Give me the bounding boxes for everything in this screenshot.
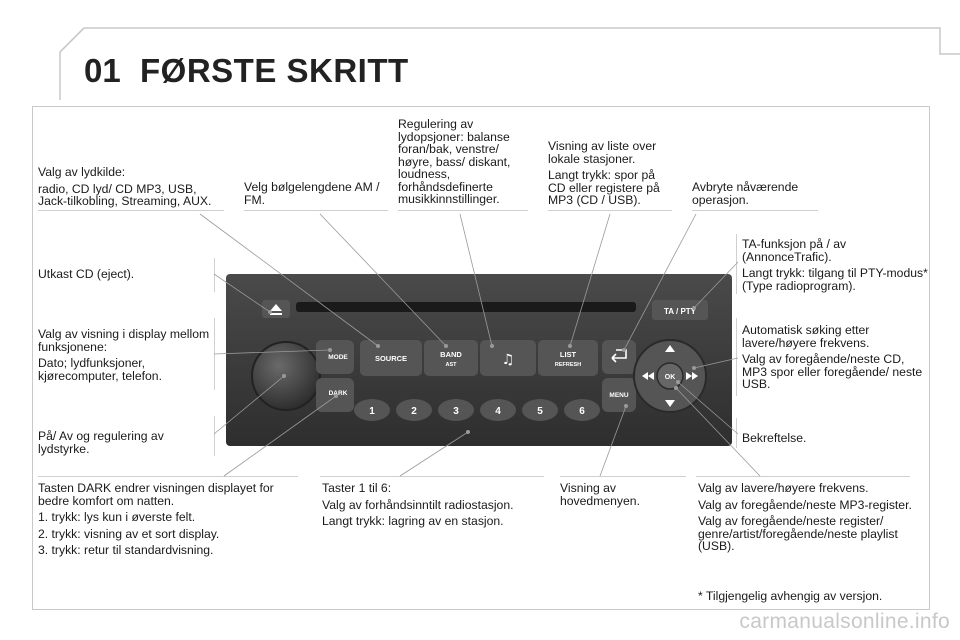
- note-text: Regulering av lydopsjoner: balanse foran…: [398, 117, 511, 206]
- note-text: * Tilgjengelig avhengig av versjon.: [698, 589, 883, 603]
- note-text: Velg bølgelengdene AM / FM.: [244, 180, 380, 207]
- divider: [214, 258, 215, 292]
- divider: [548, 210, 672, 211]
- note-text: TA-funksjon på / av (AnnonceTrafic).: [742, 237, 847, 264]
- note-text: Langt trykk: tilgang til PTY-modus* (Typ…: [742, 266, 928, 293]
- note-text: Taster 1 til 6:: [322, 481, 392, 495]
- divider: [214, 416, 215, 456]
- note-text: Tasten DARK endrer visningen displayet f…: [38, 481, 274, 508]
- note-abort: Avbryte nåværende operasjon.: [692, 181, 816, 210]
- note-text: 2. trykk: visning av et sort display.: [38, 526, 220, 541]
- divider: [736, 418, 737, 448]
- chapter-title: FØRSTE SKRITT: [140, 52, 409, 89]
- note-text: Utkast CD (eject).: [38, 267, 135, 281]
- footnote: * Tilgjengelig avhengig av versjon.: [698, 590, 920, 607]
- note-text: Valg av visning i display mellom funksjo…: [38, 327, 210, 354]
- divider: [214, 318, 215, 390]
- note-text: Langt trykk: lagring av en stasjon.: [322, 514, 504, 528]
- note-text: Visning av hovedmenyen.: [560, 481, 640, 508]
- divider: [736, 318, 737, 396]
- note-text: Automatisk søking etter lavere/høyere fr…: [742, 323, 870, 350]
- note-ok: Bekreftelse.: [742, 432, 902, 449]
- content-frame: [32, 106, 930, 610]
- divider: [320, 476, 544, 477]
- divider: [560, 476, 686, 477]
- note-freq: Valg av lavere/høyere frekvens. Valg av …: [698, 482, 914, 557]
- note-source: Valg av lydkilde: radio, CD lyd/ CD MP3,…: [38, 166, 228, 212]
- note-ta: TA-funksjon på / av (AnnonceTrafic). Lan…: [742, 238, 928, 296]
- note-list: Visning av liste over lokale stasjoner. …: [548, 140, 668, 211]
- note-presets: Taster 1 til 6: Valg av forhåndsinntilt …: [322, 482, 544, 532]
- note-autoseek: Automatisk søking etter lavere/høyere fr…: [742, 324, 926, 395]
- note-text: Valg av foregående/neste MP3-register.: [698, 497, 912, 512]
- note-text: 3. trykk: retur til standardvisning.: [38, 543, 214, 557]
- chapter-tab: [59, 27, 960, 100]
- note-text: Valg av lavere/høyere frekvens.: [698, 481, 869, 495]
- watermark: carmanualsonline.info: [739, 610, 950, 633]
- note-menu: Visning av hovedmenyen.: [560, 482, 670, 511]
- divider: [244, 210, 388, 211]
- note-dark: Tasten DARK endrer visningen displayet f…: [38, 482, 300, 561]
- note-band: Velg bølgelengdene AM / FM.: [244, 181, 384, 210]
- divider: [398, 210, 528, 211]
- divider: [692, 210, 818, 211]
- divider: [38, 476, 298, 477]
- divider: [38, 210, 224, 211]
- note-text: Visning av liste over lokale stasjoner.: [548, 139, 657, 166]
- note-text: radio, CD lyd/ CD MP3, USB, Jack-tilkobl…: [38, 181, 212, 208]
- divider: [736, 234, 737, 294]
- note-text: Valg av forhåndsinntilt radiostasjon.: [322, 497, 514, 512]
- divider: [696, 476, 910, 477]
- note-text: På/ Av og regulering av lydstyrke.: [38, 429, 164, 456]
- note-text: Valg av foregående/neste CD, MP3 spor el…: [742, 352, 923, 391]
- note-power: På/ Av og regulering av lydstyrke.: [38, 430, 208, 459]
- chapter-number: 01: [84, 52, 121, 89]
- note-text: Valg av lydkilde:: [38, 165, 126, 179]
- note-text: 1. trykk: lys kun i øverste felt.: [38, 510, 196, 524]
- note-eject: Utkast CD (eject).: [38, 268, 208, 285]
- note-text: Avbryte nåværende operasjon.: [692, 180, 799, 207]
- note-text: Dato; lydfunksjoner, kjørecomputer, tele…: [38, 356, 162, 383]
- note-text: Valg av foregående/neste register/ genre…: [698, 514, 898, 553]
- note-mode: Valg av visning i display mellom funksjo…: [38, 328, 214, 386]
- note-text: Langt trykk: spor på CD eller registere …: [548, 168, 660, 207]
- note-audio: Regulering av lydopsjoner: balanse foran…: [398, 118, 524, 210]
- note-text: Bekreftelse.: [742, 431, 807, 445]
